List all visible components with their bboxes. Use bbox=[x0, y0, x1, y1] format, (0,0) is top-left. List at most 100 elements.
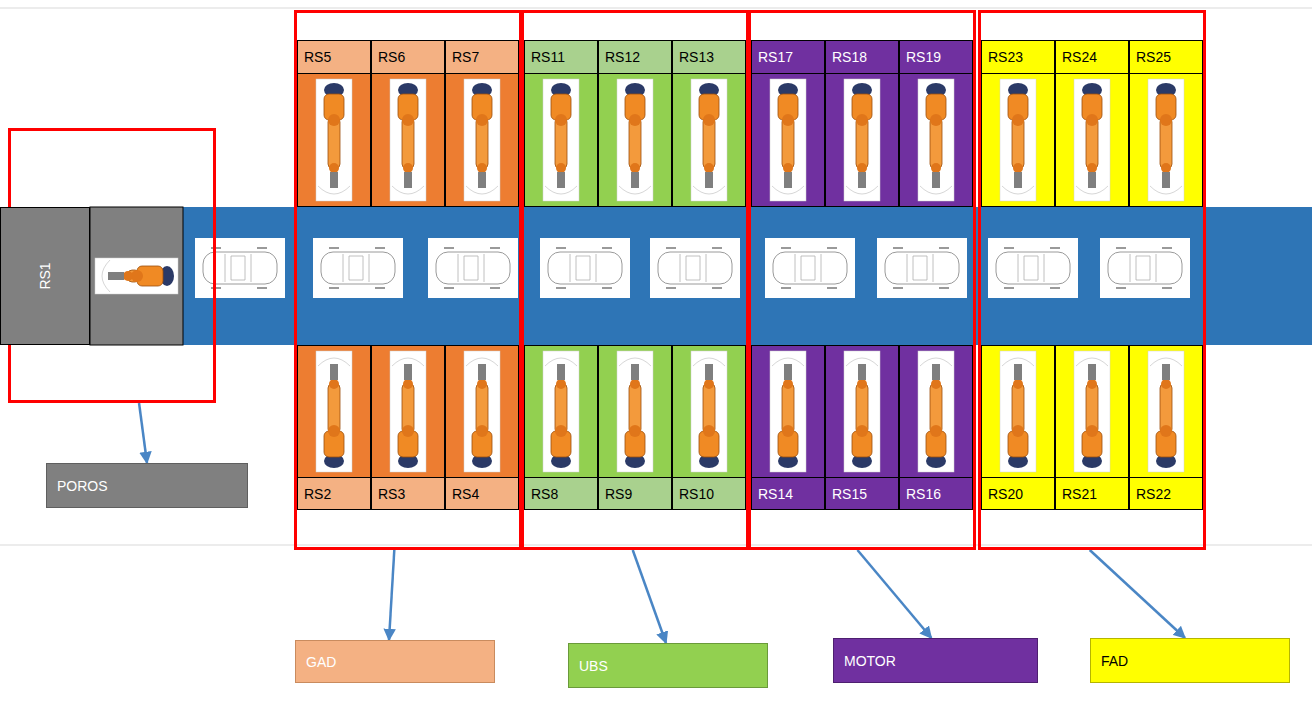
car-windows bbox=[1130, 254, 1156, 282]
robot-joint bbox=[1160, 114, 1172, 126]
robot-joint bbox=[931, 379, 941, 389]
car-windows bbox=[1018, 254, 1044, 282]
robot-icon bbox=[525, 346, 597, 477]
car-body bbox=[321, 252, 395, 284]
robot-joint bbox=[403, 163, 413, 173]
robot-joint bbox=[1160, 425, 1172, 437]
robot-icon bbox=[372, 346, 444, 477]
robot-joint bbox=[476, 425, 488, 437]
car-wheels bbox=[1116, 248, 1172, 288]
group-outline: RS17RS18RS19RS14RS15RS16 bbox=[748, 10, 976, 550]
robot-joint bbox=[783, 163, 793, 173]
robot-frame bbox=[1000, 351, 1036, 472]
robot-icon bbox=[372, 74, 444, 206]
robot-reach bbox=[318, 358, 350, 366]
robot-reach bbox=[693, 186, 725, 194]
station-strip: RS17 bbox=[752, 41, 824, 74]
robot-joint bbox=[630, 379, 640, 389]
station-strip: RS8 bbox=[525, 477, 597, 509]
robot-frame bbox=[1148, 79, 1184, 201]
car-icon bbox=[195, 238, 285, 298]
car-frame bbox=[988, 238, 1078, 298]
robot-joint bbox=[1086, 114, 1098, 126]
car-frame bbox=[650, 238, 740, 298]
station-name: RS25 bbox=[1136, 49, 1171, 65]
car-icon bbox=[877, 238, 967, 298]
robot-tool bbox=[1088, 364, 1096, 380]
robot-frame bbox=[464, 351, 500, 472]
car-wheels bbox=[329, 248, 385, 288]
robot-frame bbox=[543, 79, 579, 201]
station-cell: RS16 bbox=[899, 345, 973, 510]
robot-frame bbox=[691, 79, 727, 201]
station-cell: RS1 bbox=[0, 207, 90, 345]
car-frame bbox=[540, 238, 630, 298]
robot-joint bbox=[476, 114, 488, 126]
robot-joint bbox=[857, 379, 867, 389]
robot-reach bbox=[1076, 186, 1108, 194]
robot-joint bbox=[555, 114, 567, 126]
car-icon bbox=[988, 238, 1078, 298]
robot-icon bbox=[599, 74, 671, 206]
car-wheels bbox=[1004, 248, 1060, 288]
station-name: RS4 bbox=[452, 486, 479, 502]
car-frame bbox=[313, 238, 403, 298]
robot-tool bbox=[478, 364, 486, 380]
robot-tool bbox=[932, 172, 940, 188]
robot-icon bbox=[525, 74, 597, 206]
robot-tool bbox=[404, 172, 412, 188]
robot-frame bbox=[918, 79, 954, 201]
robot-frame bbox=[95, 258, 178, 294]
robot-icon bbox=[1130, 74, 1202, 206]
robot-joint bbox=[629, 425, 641, 437]
robot-tool bbox=[1162, 172, 1170, 188]
robot-reach bbox=[466, 358, 498, 366]
robot-joint bbox=[931, 163, 941, 173]
robot-frame bbox=[1000, 79, 1036, 201]
station-name: RS8 bbox=[531, 486, 558, 502]
robot-reach bbox=[392, 358, 424, 366]
robot-tool bbox=[705, 172, 713, 188]
robot-reach bbox=[318, 186, 350, 194]
robot-reach bbox=[772, 358, 804, 366]
robot-frame bbox=[1074, 351, 1110, 472]
car-windows bbox=[570, 254, 596, 282]
group-outline: RS5RS6RS7RS2RS3RS4 bbox=[294, 10, 522, 550]
group-label-box: GAD bbox=[295, 640, 495, 683]
robot-tool bbox=[932, 364, 940, 380]
group-name: GAD bbox=[306, 654, 336, 670]
robot-icon bbox=[446, 74, 518, 206]
station-strip: RS16 bbox=[900, 477, 972, 509]
robot-joint bbox=[402, 425, 414, 437]
robot-tool bbox=[557, 364, 565, 380]
car-body bbox=[436, 252, 510, 284]
car-frame bbox=[877, 238, 967, 298]
station-strip: RS25 bbox=[1130, 41, 1202, 74]
robot-icon bbox=[752, 74, 824, 206]
group-label-box: FAD bbox=[1090, 638, 1290, 683]
robot-frame bbox=[316, 351, 352, 472]
station-name: RS7 bbox=[452, 49, 479, 65]
group-name: UBS bbox=[579, 658, 608, 674]
robot-tool bbox=[631, 172, 639, 188]
robot-icon bbox=[752, 346, 824, 477]
robot-joint bbox=[328, 425, 340, 437]
station-name: RS19 bbox=[906, 49, 941, 65]
robot-frame bbox=[844, 351, 880, 472]
robot-reach bbox=[1150, 358, 1182, 366]
station-strip: RS14 bbox=[752, 477, 824, 509]
station-strip: RS24 bbox=[1056, 41, 1128, 74]
robot-frame bbox=[543, 351, 579, 472]
station-strip: RS21 bbox=[1056, 477, 1128, 509]
car-wheels bbox=[893, 248, 949, 288]
robot-reach bbox=[920, 186, 952, 194]
robot-joint bbox=[477, 163, 487, 173]
station-cell: RS13 bbox=[672, 40, 746, 207]
robot-icon bbox=[982, 346, 1054, 477]
car-body bbox=[1108, 252, 1182, 284]
robot-tool bbox=[1014, 364, 1022, 380]
robot-frame bbox=[844, 79, 880, 201]
station-cell: RS21 bbox=[1055, 345, 1129, 510]
robot-reach bbox=[846, 186, 878, 194]
car-wheels bbox=[444, 248, 500, 288]
